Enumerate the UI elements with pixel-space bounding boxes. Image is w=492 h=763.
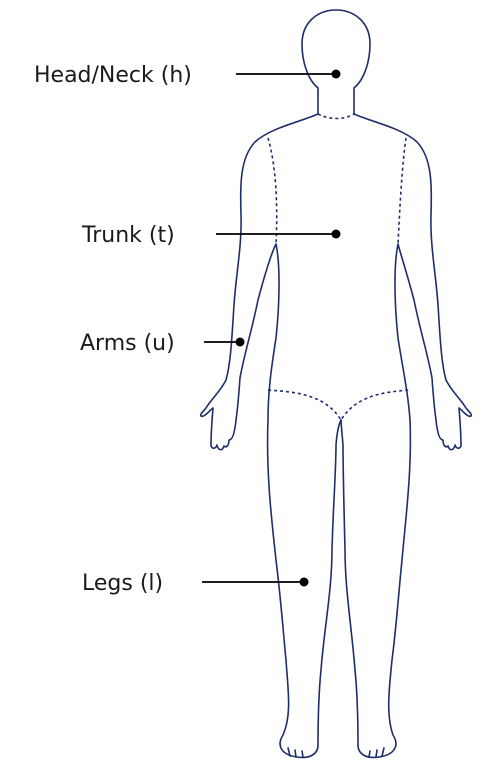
neck-boundary xyxy=(318,114,354,119)
body-outline-right xyxy=(341,88,471,757)
hip-boundary xyxy=(268,390,410,420)
label-legs: Legs (l) xyxy=(82,571,163,596)
arms-dot xyxy=(236,338,245,347)
left-shoulder-boundary xyxy=(268,138,277,244)
body-outline-left xyxy=(201,88,341,757)
trunk-dot xyxy=(332,230,341,239)
head-neck-dot xyxy=(332,70,341,79)
label-head-neck: Head/Neck (h) xyxy=(34,63,192,88)
legs-dot xyxy=(300,578,309,587)
right-foot-toes xyxy=(369,748,384,757)
label-arms: Arms (u) xyxy=(80,331,175,356)
left-foot-toes xyxy=(288,748,303,757)
label-trunk: Trunk (t) xyxy=(81,223,175,248)
right-shoulder-boundary xyxy=(398,138,406,244)
